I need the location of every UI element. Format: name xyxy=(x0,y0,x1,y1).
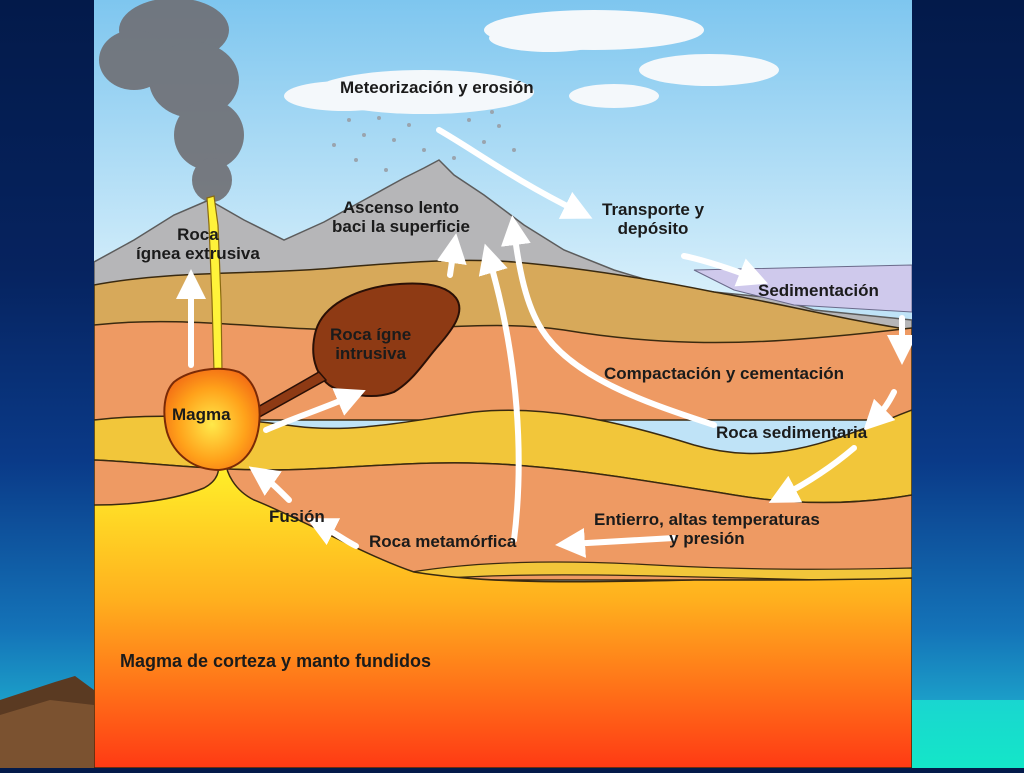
volcano-smoke xyxy=(99,0,244,202)
label-extrusive-line2: ígnea extrusiva xyxy=(136,244,260,263)
arrow-metamorphic-fusion xyxy=(306,518,359,549)
label-sedimentary-rock: Roca sedimentaria xyxy=(716,423,868,442)
magma-chamber xyxy=(163,367,261,472)
arrow-magma-intrusive xyxy=(263,388,366,433)
label-transport-line2: depósito xyxy=(617,219,689,238)
label-extrusive: Roca ígnea extrusiva xyxy=(136,225,260,263)
label-burial-line2: y presión xyxy=(669,529,745,548)
label-magma: Magma xyxy=(172,405,231,424)
slide-background-left xyxy=(0,0,94,768)
label-intrusive-line2: intrusiva xyxy=(335,344,407,363)
arrow-intrusive-ascent xyxy=(436,233,467,278)
label-ascent-line2: baci la superficie xyxy=(332,217,470,236)
intrusive-rock xyxy=(312,282,461,397)
arrow-metamorphic-ascent xyxy=(478,243,522,543)
label-ascent: Ascenso lento baci la superficie xyxy=(332,198,470,236)
slide-background-accent xyxy=(912,700,1024,768)
thin-streak xyxy=(393,561,912,583)
label-sedimentation: Sedimentación xyxy=(758,281,879,300)
label-extrusive-line1: Roca xyxy=(177,225,219,244)
label-burial: Entierro, altas temperaturas y presión xyxy=(594,510,820,548)
label-transport: Transporte y depósito xyxy=(602,200,704,238)
label-burial-line1: Entierro, altas temperaturas xyxy=(594,510,820,529)
label-ascent-line1: Ascenso lento xyxy=(342,198,460,217)
label-metamorphic-rock: Roca metamórfica xyxy=(369,532,517,551)
label-intrusive-line1: Roca ígne xyxy=(330,325,412,344)
label-mantle-magma: Magma de corteza y manto fundidos xyxy=(120,651,432,671)
arrow-transport-sedimentation xyxy=(681,253,768,287)
deep-magma xyxy=(94,461,912,768)
cycle-arrows xyxy=(176,127,912,558)
arrow-fusion-magma xyxy=(248,466,292,503)
arrow-burial-metamorphic xyxy=(555,528,677,558)
clouds xyxy=(284,10,779,114)
label-weathering: Meteorización y erosión xyxy=(340,78,534,97)
arrow-weathering-transport xyxy=(436,127,593,219)
arrow-compaction-sedimentary xyxy=(863,389,897,431)
label-intrusive: Roca ígne intrusiva xyxy=(330,325,411,363)
label-transport-line1: Transporte y xyxy=(602,200,705,219)
label-melting: Fusión xyxy=(269,507,325,526)
rock-cycle-diagram: Meteorización y erosión Ascenso lento ba… xyxy=(94,0,912,768)
label-compaction: Compactación y cementación xyxy=(604,364,844,383)
arrow-sedimentary-burial xyxy=(768,445,857,503)
arrow-sedimentary-ascent xyxy=(500,215,717,428)
